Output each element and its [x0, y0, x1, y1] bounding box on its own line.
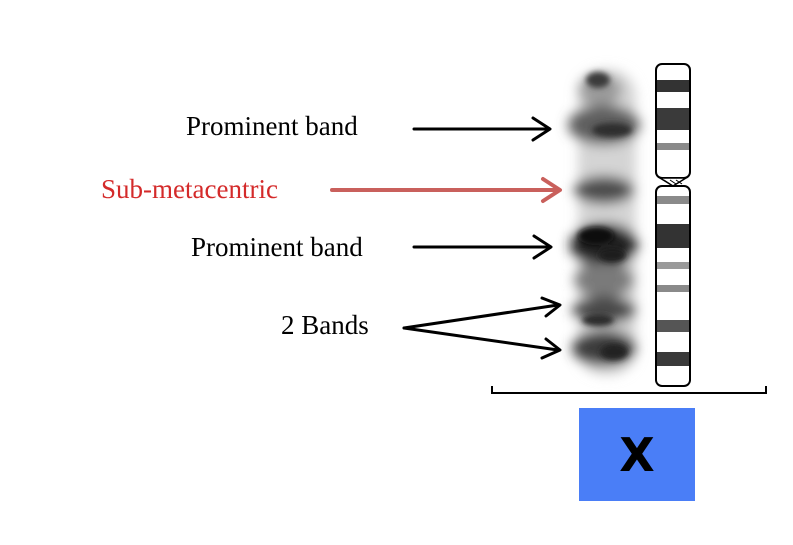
label-prominent-band-2: Prominent band: [191, 232, 363, 262]
baseline-bracket: [491, 386, 767, 394]
chromosome-ideogram: [655, 63, 691, 387]
label-sub-metacentric: Sub-metacentric: [101, 174, 278, 204]
chromosome-photo: [568, 70, 640, 375]
arrow-two-bands-lower: [402, 326, 562, 360]
arrow-sub-metacentric: [330, 177, 562, 203]
label-two-bands: 2 Bands: [281, 310, 369, 340]
arrow-prominent-band-2: [412, 234, 553, 260]
arrow-prominent-band-1: [412, 116, 552, 142]
arrow-two-bands-upper: [402, 296, 562, 330]
label-prominent-band-1: Prominent band: [186, 111, 358, 141]
chromosome-name: X: [619, 428, 654, 482]
centromere: [657, 177, 689, 187]
chromosome-name-box: X: [579, 408, 695, 501]
